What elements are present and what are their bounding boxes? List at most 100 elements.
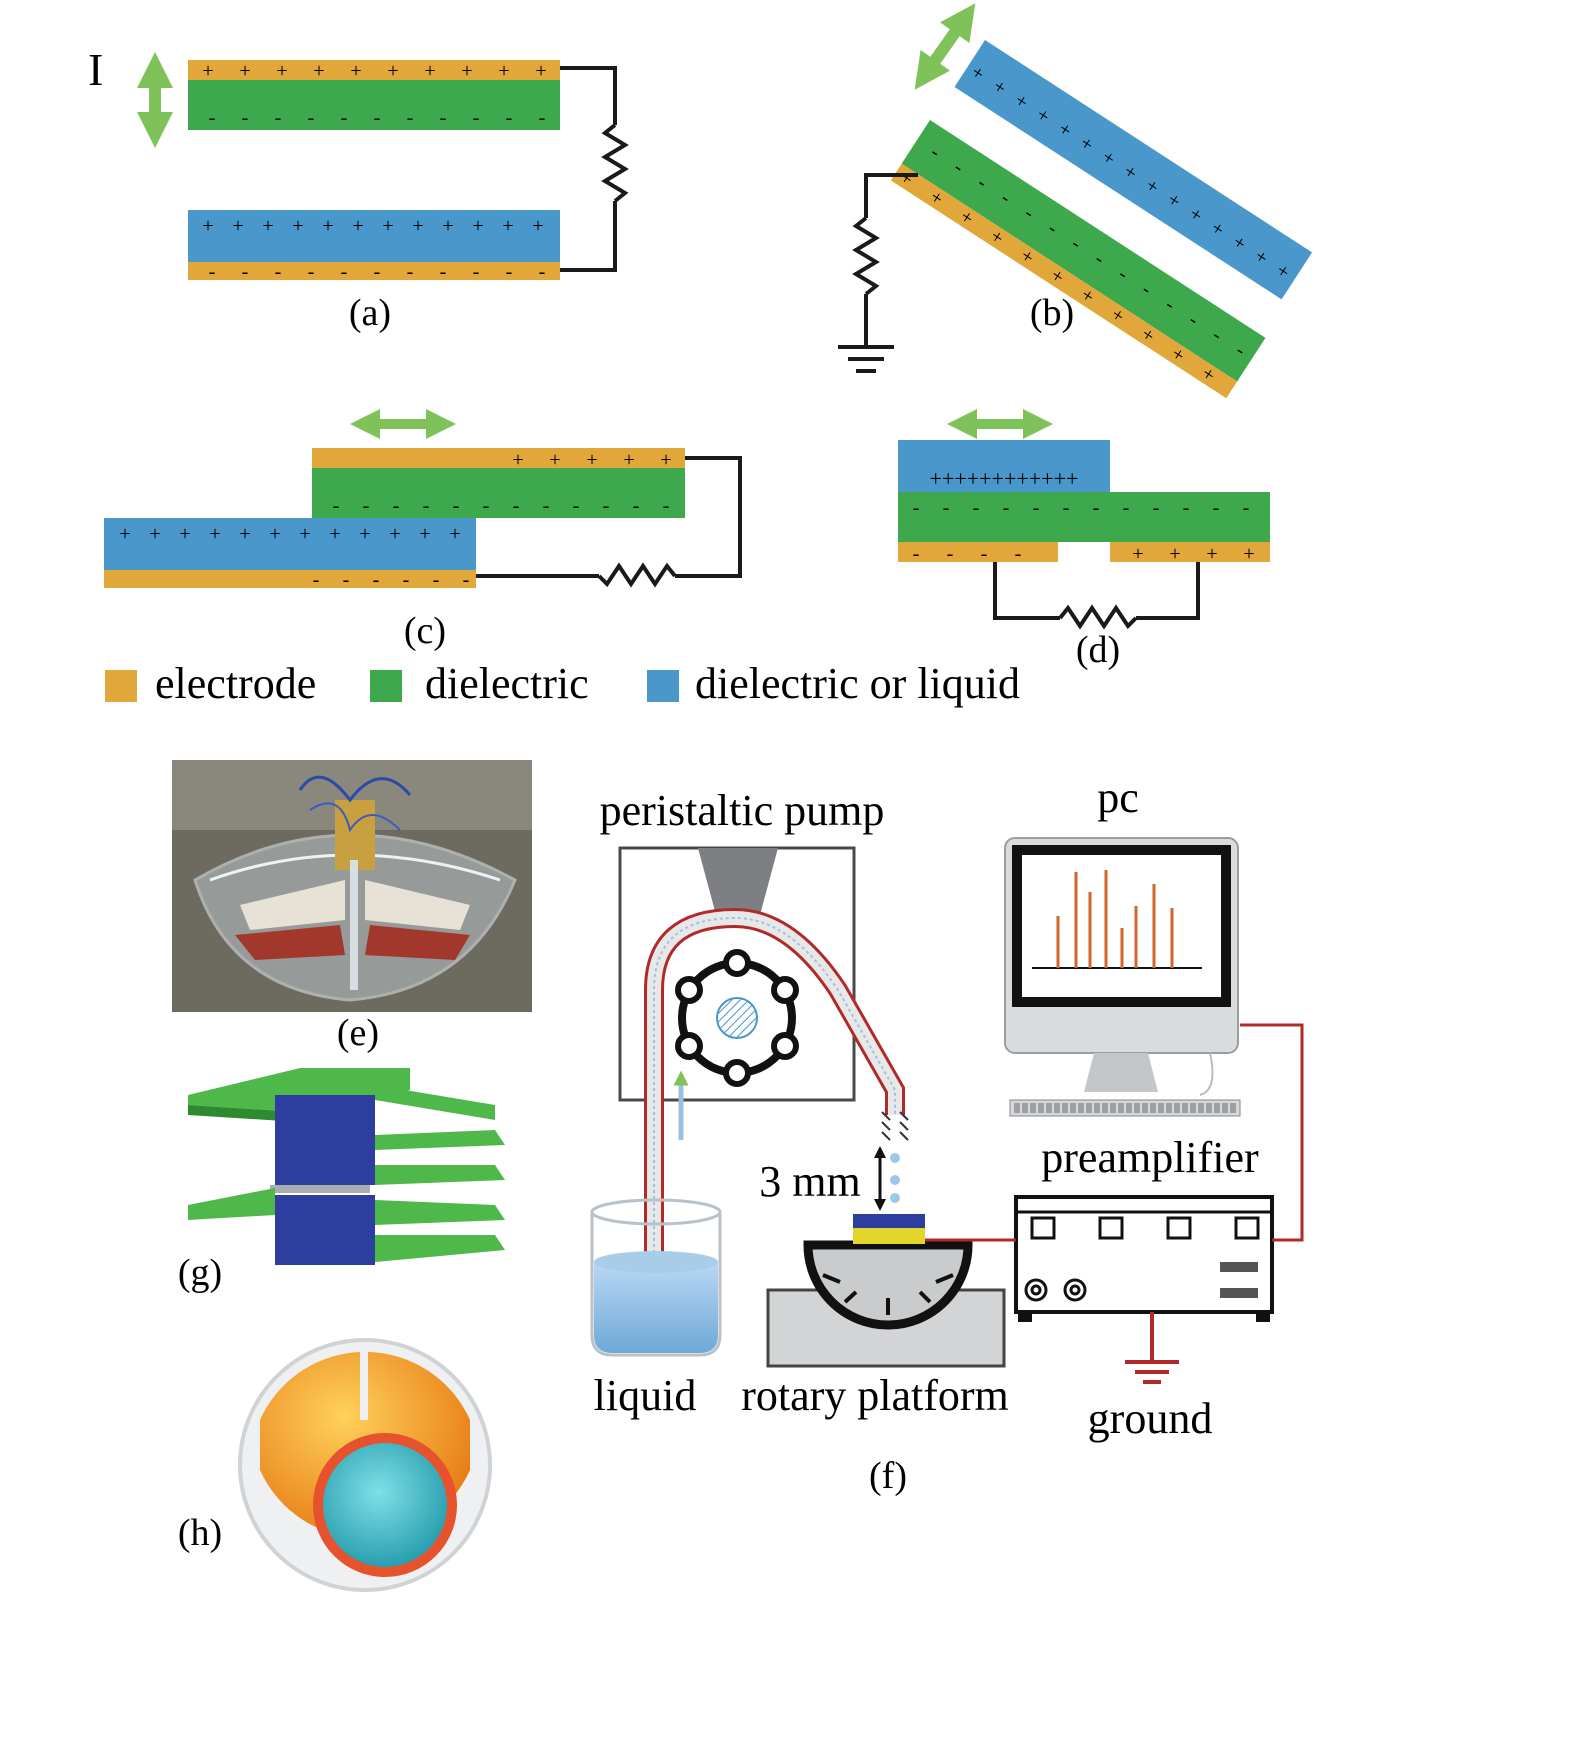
panel-g-stack: (g) <box>178 1068 505 1294</box>
negative-charge: - <box>1093 497 1100 519</box>
wire <box>1136 562 1200 620</box>
positive-charge: + <box>461 60 472 82</box>
negative-charge: - <box>1015 543 1022 565</box>
positive-charge: + <box>239 60 250 82</box>
positive-charge: + <box>202 60 213 82</box>
dielectric-layer <box>898 492 1270 542</box>
wire <box>993 562 1060 620</box>
keyboard-key <box>1158 1103 1164 1113</box>
negative-charge: - <box>393 495 400 517</box>
negative-charge: - <box>539 107 546 129</box>
charge-row-negative: ---- <box>913 543 1022 565</box>
legend-swatch-liquid <box>647 670 679 702</box>
negative-charge: - <box>1033 497 1040 519</box>
keyboard-key <box>1118 1103 1124 1113</box>
label-pc: pc <box>1097 773 1139 822</box>
panel-label-d: (d) <box>1076 629 1120 671</box>
negative-charge: - <box>1213 497 1220 519</box>
dielectric-top <box>312 468 685 518</box>
wire <box>560 66 617 125</box>
negative-charge: - <box>483 495 490 517</box>
positive-charge: + <box>299 523 310 545</box>
positive-charge: + <box>1132 543 1143 565</box>
charge-packed-positive: ++++++++++++ <box>930 466 1079 491</box>
keyboard-key <box>1198 1103 1204 1113</box>
negative-charge: - <box>913 497 920 519</box>
rotary-platform <box>803 1240 973 1330</box>
panel-label-c: (c) <box>404 610 446 652</box>
keyboard-key <box>1030 1103 1036 1113</box>
negative-charge: - <box>506 261 513 283</box>
positive-charge: + <box>535 60 546 82</box>
charge-row-positive: ++++ <box>1132 543 1254 565</box>
charge-row-negative: ------------ <box>333 495 670 517</box>
panel-f-setup: peristaltic pump 3 mm <box>590 773 1304 1497</box>
panel-label-h: (h) <box>178 1512 222 1554</box>
panel-a: ++++++++++ ----------- ++++++++++++ ----… <box>137 52 629 334</box>
charge-row-positive: ++++++++++++ <box>119 523 460 545</box>
label-rotary-platform: rotary platform <box>741 1371 1009 1420</box>
negative-charge: - <box>209 107 216 129</box>
resistor-icon <box>1058 604 1138 630</box>
negative-charge: - <box>242 107 249 129</box>
keyboard-key <box>1126 1103 1132 1113</box>
electrode-right <box>1110 542 1270 562</box>
legend-swatch-electrode <box>105 670 137 702</box>
negative-charge: - <box>374 107 381 129</box>
negative-charge: - <box>506 107 513 129</box>
negative-charge: - <box>433 569 440 591</box>
positive-charge: + <box>472 215 483 237</box>
negative-charge: - <box>275 261 282 283</box>
negative-charge: - <box>947 543 954 565</box>
negative-charge: - <box>1063 497 1070 519</box>
keyboard-key <box>1222 1103 1228 1113</box>
panel-label-a: (a) <box>349 292 391 334</box>
panel-label-f: (f) <box>869 1455 907 1497</box>
positive-charge: + <box>412 215 423 237</box>
legend-label-dielectric: dielectric <box>425 659 589 708</box>
electrode-bottom <box>104 570 476 588</box>
roman-numeral-label: I <box>88 44 103 95</box>
electrode-top <box>188 60 560 80</box>
negative-charge: - <box>313 569 320 591</box>
panel-h-sphere: (h) <box>178 1338 492 1592</box>
panel-b: +++++++++++++++ -------------- +++++++++… <box>838 3 1313 399</box>
positive-charge: + <box>119 523 130 545</box>
negative-charge: - <box>973 497 980 519</box>
positive-charge: + <box>232 215 243 237</box>
keyboard-key <box>1174 1103 1180 1113</box>
charge-row-negative: ------------ <box>913 497 1250 519</box>
panel-d: ++++++++++++ ------------ ---- ++++ (d) <box>898 409 1270 671</box>
label-preamplifier: preamplifier <box>1041 1133 1259 1182</box>
positive-charge: + <box>502 215 513 237</box>
positive-charge: + <box>202 215 213 237</box>
negative-charge: - <box>341 107 348 129</box>
dielectric-top <box>188 80 560 130</box>
ground-icon <box>838 345 894 373</box>
negative-charge: - <box>341 261 348 283</box>
ground-icon <box>1125 1360 1179 1384</box>
liquid-top <box>898 440 1110 492</box>
positive-charge: + <box>549 449 560 471</box>
positive-charge: + <box>498 60 509 82</box>
keyboard-key <box>1070 1103 1076 1113</box>
liquid-bottom <box>188 210 560 262</box>
negative-charge: - <box>308 107 315 129</box>
positive-charge: + <box>660 449 671 471</box>
negative-charge: - <box>663 495 670 517</box>
panel-label-g: (g) <box>178 1252 222 1294</box>
positive-charge: + <box>512 449 523 471</box>
positive-charge: + <box>313 60 324 82</box>
positive-charge: + <box>149 523 160 545</box>
resistor-icon <box>601 123 629 203</box>
dielectric-layer <box>901 120 1266 382</box>
keyboard-icon <box>1009 1099 1241 1117</box>
positive-charge: + <box>269 523 280 545</box>
panel-c: +++++ ------------ ++++++++++++ ------ (… <box>104 409 742 652</box>
negative-charge: - <box>373 569 380 591</box>
label-gap: 3 mm <box>759 1157 860 1206</box>
negative-charge: - <box>513 495 520 517</box>
keyboard-key <box>1054 1103 1060 1113</box>
positive-charge: + <box>359 523 370 545</box>
